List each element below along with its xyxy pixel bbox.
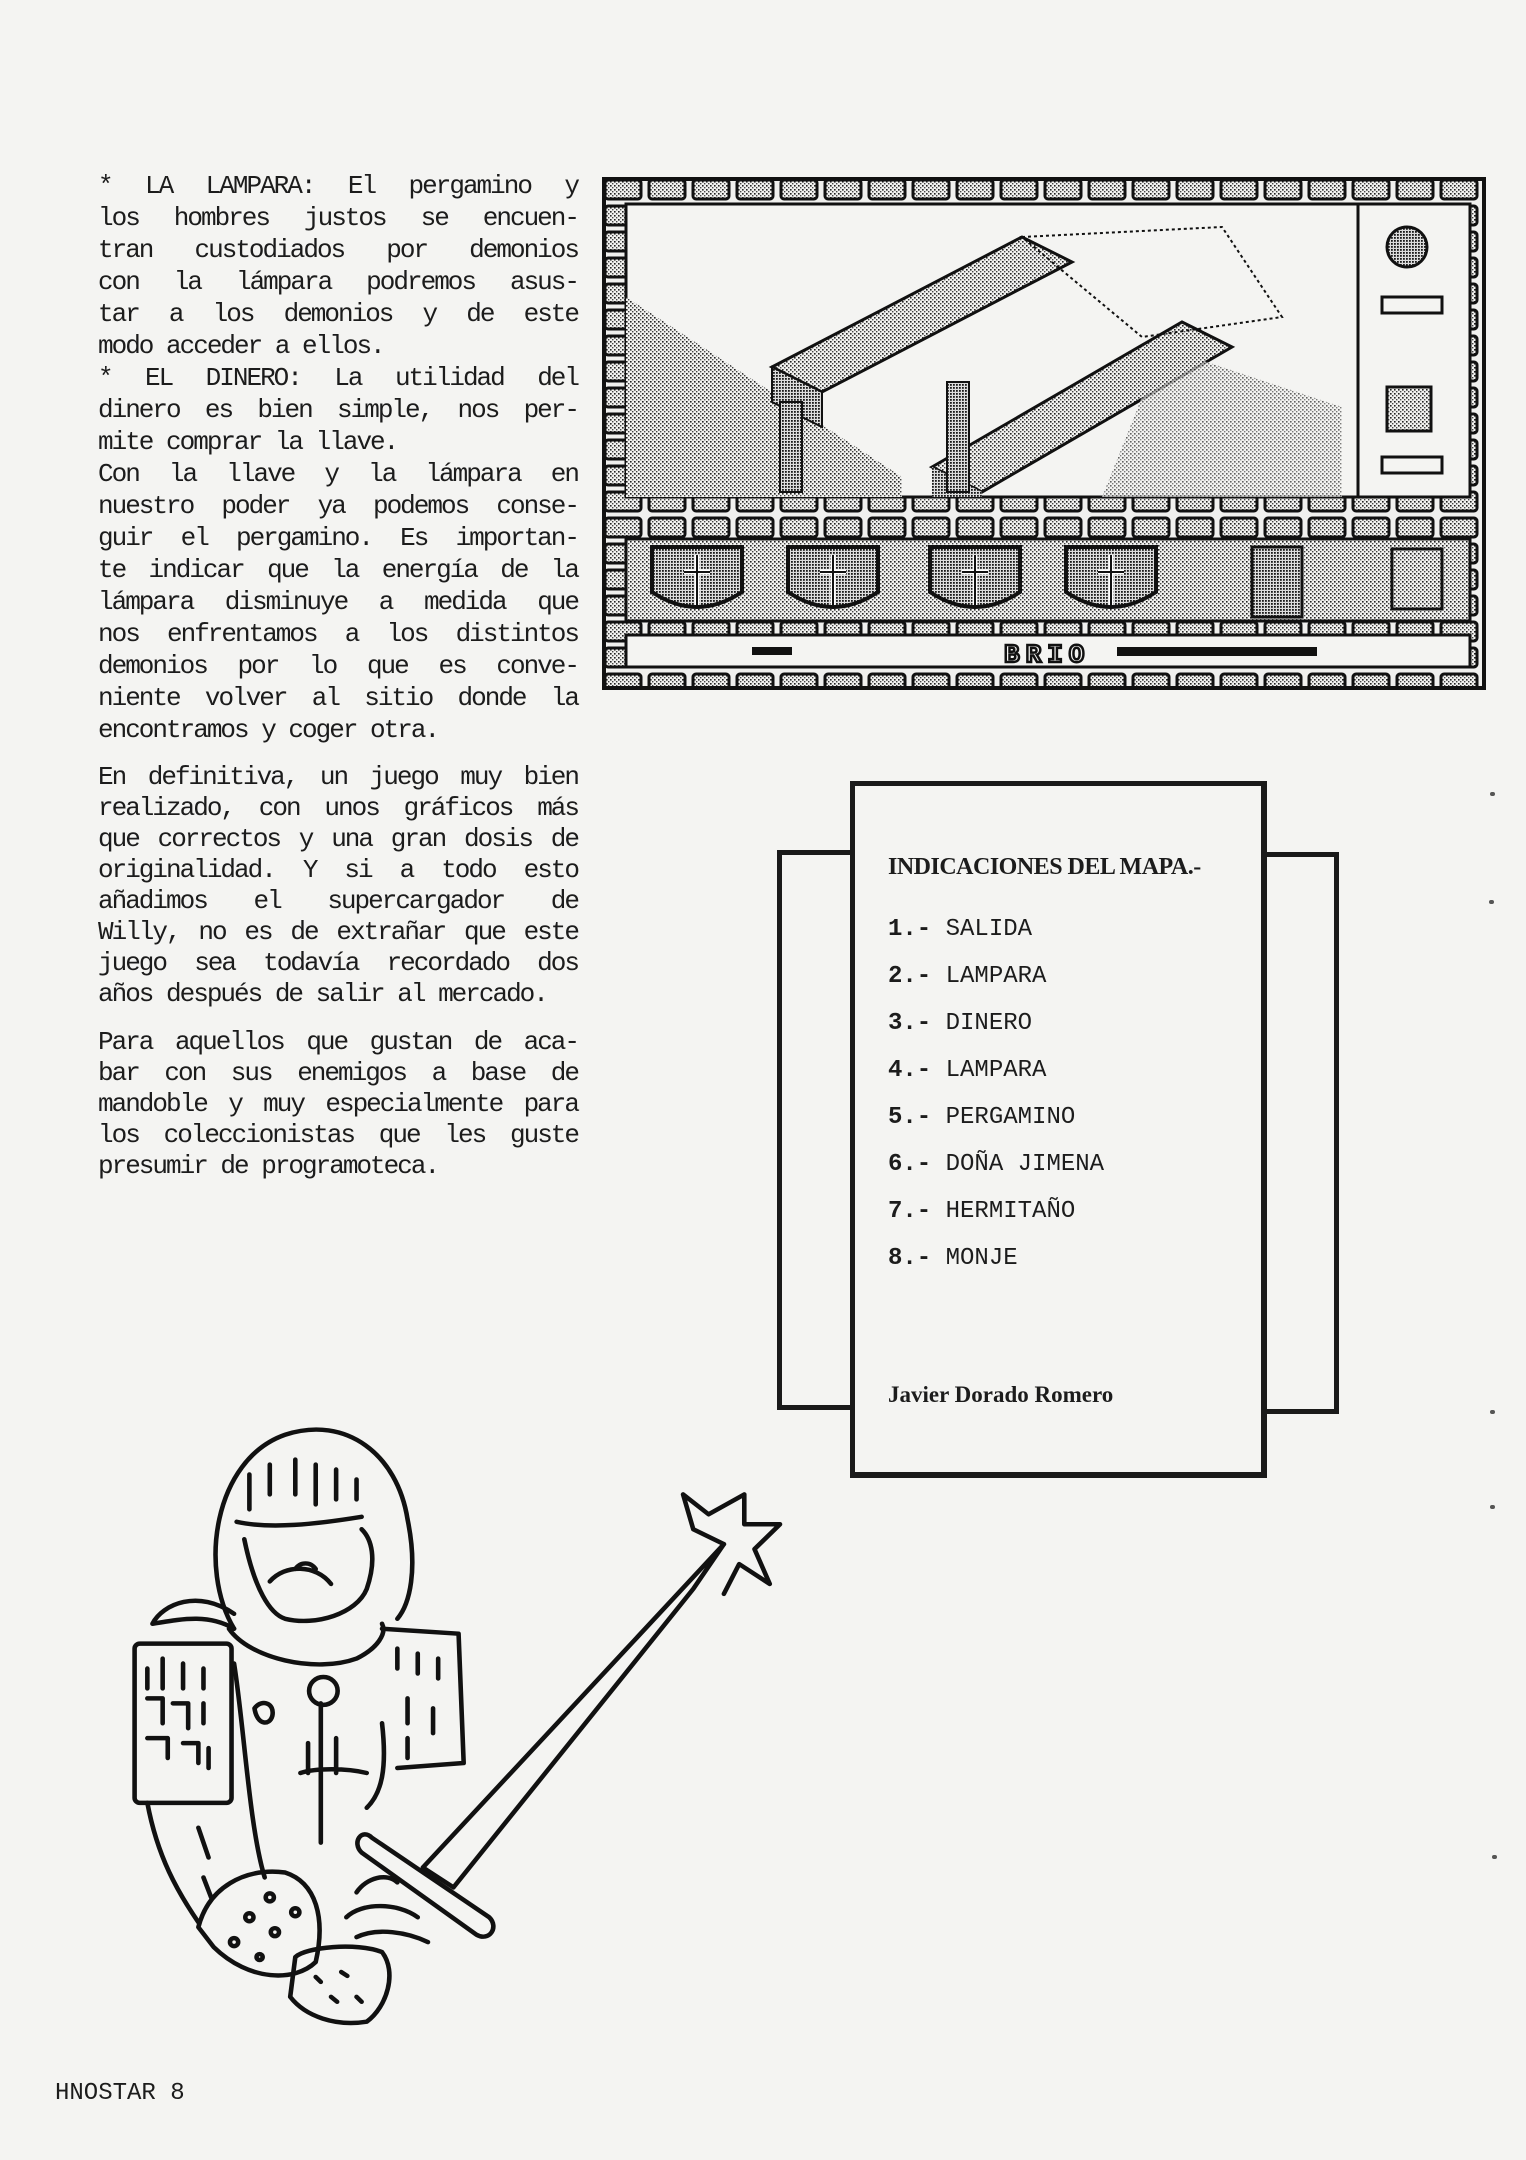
punch-hole	[1490, 792, 1495, 796]
legend-item-label: HERMITAÑO	[945, 1198, 1076, 1225]
punch-hole	[1490, 1505, 1495, 1509]
punch-hole	[1492, 1855, 1497, 1859]
text-line: nuestro poder ya podemos conse-	[98, 491, 580, 521]
legend-item: 4.- LAMPARA	[888, 1056, 1046, 1086]
legend-item-label: DOÑA JIMENA	[945, 1151, 1105, 1178]
legend-item-label: PERGAMINO	[945, 1104, 1076, 1131]
legend-item-label: MONJE	[945, 1245, 1018, 1272]
game-screenshot: BRIO	[602, 177, 1486, 690]
text-line: * EL DINERO: La utilidad del	[98, 363, 580, 393]
text-line: Para aquellos que gustan de aca-	[98, 1027, 580, 1057]
legend-item-number: 8.-	[888, 1245, 932, 1272]
text-line: los hombres justos se encuen-	[98, 203, 580, 233]
text-line: nos enfrentamos a los distintos	[98, 619, 580, 649]
legend-item: 5.- PERGAMINO	[888, 1103, 1075, 1133]
hud-brio-label: BRIO	[1004, 640, 1090, 670]
legend-item: 3.- DINERO	[888, 1009, 1032, 1039]
shield-icons	[650, 545, 1158, 609]
article-paragraph-collectors: Para aquellos que gustan de aca-bar con …	[98, 1027, 580, 1182]
text-line: mite comprar la llave.	[98, 427, 399, 457]
legend-item-number: 4.-	[888, 1057, 932, 1084]
legend-left-bracket	[777, 850, 852, 1410]
punch-hole	[1490, 1410, 1495, 1414]
author-name: Javier Dorado Romero	[888, 1382, 1114, 1407]
text-line: tran custodiados por demonios	[98, 235, 580, 265]
side-panel	[1356, 202, 1472, 499]
text-line: originalidad. Y si a todo esto	[98, 855, 580, 885]
text-line: añadimos el supercargador de	[98, 886, 580, 916]
text-line: años después de salir al mercado.	[98, 979, 549, 1009]
legend-item-number: 3.-	[888, 1010, 932, 1037]
legend-item-number: 2.-	[888, 963, 932, 990]
text-line: te indicar que la energía de la	[98, 555, 580, 585]
knight-illustration	[132, 1427, 783, 2026]
text-line: los coleccionistas que les guste	[98, 1120, 580, 1150]
legend-item-label: DINERO	[945, 1010, 1033, 1037]
legend-item-label: LAMPARA	[945, 1057, 1047, 1084]
legend-item: 2.- LAMPARA	[888, 962, 1046, 992]
text-line: demonios por lo que es conve-	[98, 651, 580, 681]
text-line: Willy, no es de extrañar que este	[98, 917, 580, 947]
text-line: Con la llave y la lámpara en	[98, 459, 580, 489]
legend-item: 6.- DOÑA JIMENA	[888, 1150, 1104, 1180]
legend-item-number: 6.-	[888, 1151, 932, 1178]
text-line: modo acceder a ellos.	[98, 331, 386, 361]
text-line: bar con sus enemigos a base de	[98, 1058, 580, 1088]
legend-title: INDICACIONES DEL MAPA.-	[888, 854, 1201, 880]
energy-bar	[1117, 647, 1317, 656]
map-legend-box: INDICACIONES DEL MAPA.- 1.- SALIDA 2.- LA…	[850, 781, 1267, 1478]
legend-item: 1.- SALIDA	[888, 915, 1032, 945]
text-line: tar a los demonios y de este	[98, 299, 580, 329]
text-line: que correctos y una gran dosis de	[98, 824, 580, 854]
legend-right-bracket	[1262, 852, 1339, 1414]
text-line: niente volver al sitio donde la	[98, 683, 580, 713]
legend-item-number: 7.-	[888, 1198, 932, 1225]
text-line: mandoble y muy especialmente para	[98, 1089, 580, 1119]
text-line: juego sea todavía recordado dos	[98, 948, 580, 978]
text-line: lámpara disminuye a medida que	[98, 587, 580, 617]
text-line: realizado, con unos gráficos más	[98, 793, 580, 823]
page-footer: HNOSTAR 8	[55, 2080, 185, 2107]
text-line: guir el pergamino. Es importan-	[98, 523, 580, 553]
legend-item: 7.- HERMITAÑO	[888, 1197, 1075, 1227]
text-line: dinero es bien simple, nos per-	[98, 395, 580, 425]
text-line: En definitiva, un juego muy bien	[98, 762, 580, 792]
text-line: con la lámpara podremos asus-	[98, 267, 580, 297]
legend-item-number: 1.-	[888, 916, 932, 943]
legend-item-number: 5.-	[888, 1104, 932, 1131]
legend-item: 8.- MONJE	[888, 1244, 1018, 1274]
text-line: presumir de programoteca.	[98, 1151, 440, 1181]
legend-item-label: LAMPARA	[945, 963, 1047, 990]
knight-drawing	[132, 1427, 783, 2026]
text-line: * LA LAMPARA: El pergamino y	[98, 171, 580, 201]
punch-hole	[1489, 900, 1494, 904]
legend-item-label: SALIDA	[945, 916, 1033, 943]
text-line: encontramos y coger otra.	[98, 715, 440, 745]
